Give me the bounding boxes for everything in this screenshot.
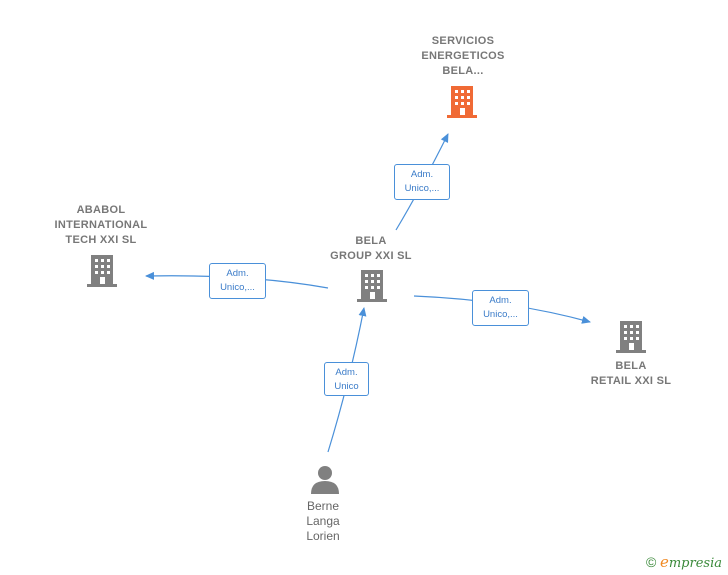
edge-label-line: Unico,... [483, 309, 518, 320]
bela-group-label[interactable]: BELA GROUP XXI SL [306, 234, 436, 264]
edge-label-to-ababol[interactable]: Adm. Unico,... [209, 263, 266, 299]
empresia-watermark[interactable]: © empresia [646, 553, 722, 571]
edge-label-line: Unico,... [404, 183, 440, 194]
servicios-label-line: SERVICIOS [431, 35, 495, 47]
ababol-label-line: INTERNATIONAL [54, 219, 148, 231]
berne-label-line: Lorien [306, 529, 340, 543]
berne-label-line: Langa [306, 514, 340, 528]
berne-label[interactable]: Berne Langa Lorien [276, 499, 370, 544]
edge-label-to-servicios[interactable]: Adm. Unico,... [394, 164, 450, 200]
servicios-label-line: ENERGETICOS [421, 50, 505, 62]
servicios-label-line: BELA... [442, 65, 484, 77]
edge-label-line: Unico [334, 381, 359, 392]
ababol-label-line: ABABOL [76, 204, 126, 216]
edge-label-line: Adm. [226, 268, 249, 279]
ababol-label-line: TECH XXI SL [65, 234, 137, 246]
edge-label-to-retail[interactable]: Adm. Unico,... [472, 290, 529, 326]
edge-label-line: Adm. [410, 169, 434, 180]
bela-retail-label-line: BELA [615, 360, 647, 372]
servicios-label[interactable]: SERVICIOS ENERGETICOS BELA... [392, 34, 534, 79]
berne-person-icon[interactable] [311, 466, 339, 494]
edge-label-line: Unico,... [220, 282, 255, 293]
bela-group-building-icon[interactable] [357, 270, 387, 302]
bela-group-label-line: GROUP XXI SL [330, 250, 412, 262]
edge-label-from-berne[interactable]: Adm. Unico [324, 362, 369, 396]
empresia-logo-text: mpresia [668, 556, 722, 571]
bela-retail-label[interactable]: BELA RETAIL XXI SL [566, 359, 696, 389]
servicios-building-icon[interactable] [447, 86, 477, 118]
copyright-icon: © [646, 554, 657, 570]
berne-label-line: Berne [306, 499, 340, 513]
empresia-logo-e: e [659, 553, 669, 571]
edge-label-line: Adm. [489, 295, 512, 306]
bela-group-label-line: BELA [355, 235, 387, 247]
ababol-building-icon[interactable] [87, 255, 117, 287]
ababol-label[interactable]: ABABOL INTERNATIONAL TECH XXI SL [36, 203, 166, 248]
bela-retail-label-line: RETAIL XXI SL [590, 375, 672, 387]
edge-label-line: Adm. [335, 367, 358, 378]
bela-retail-building-icon[interactable] [616, 321, 646, 353]
